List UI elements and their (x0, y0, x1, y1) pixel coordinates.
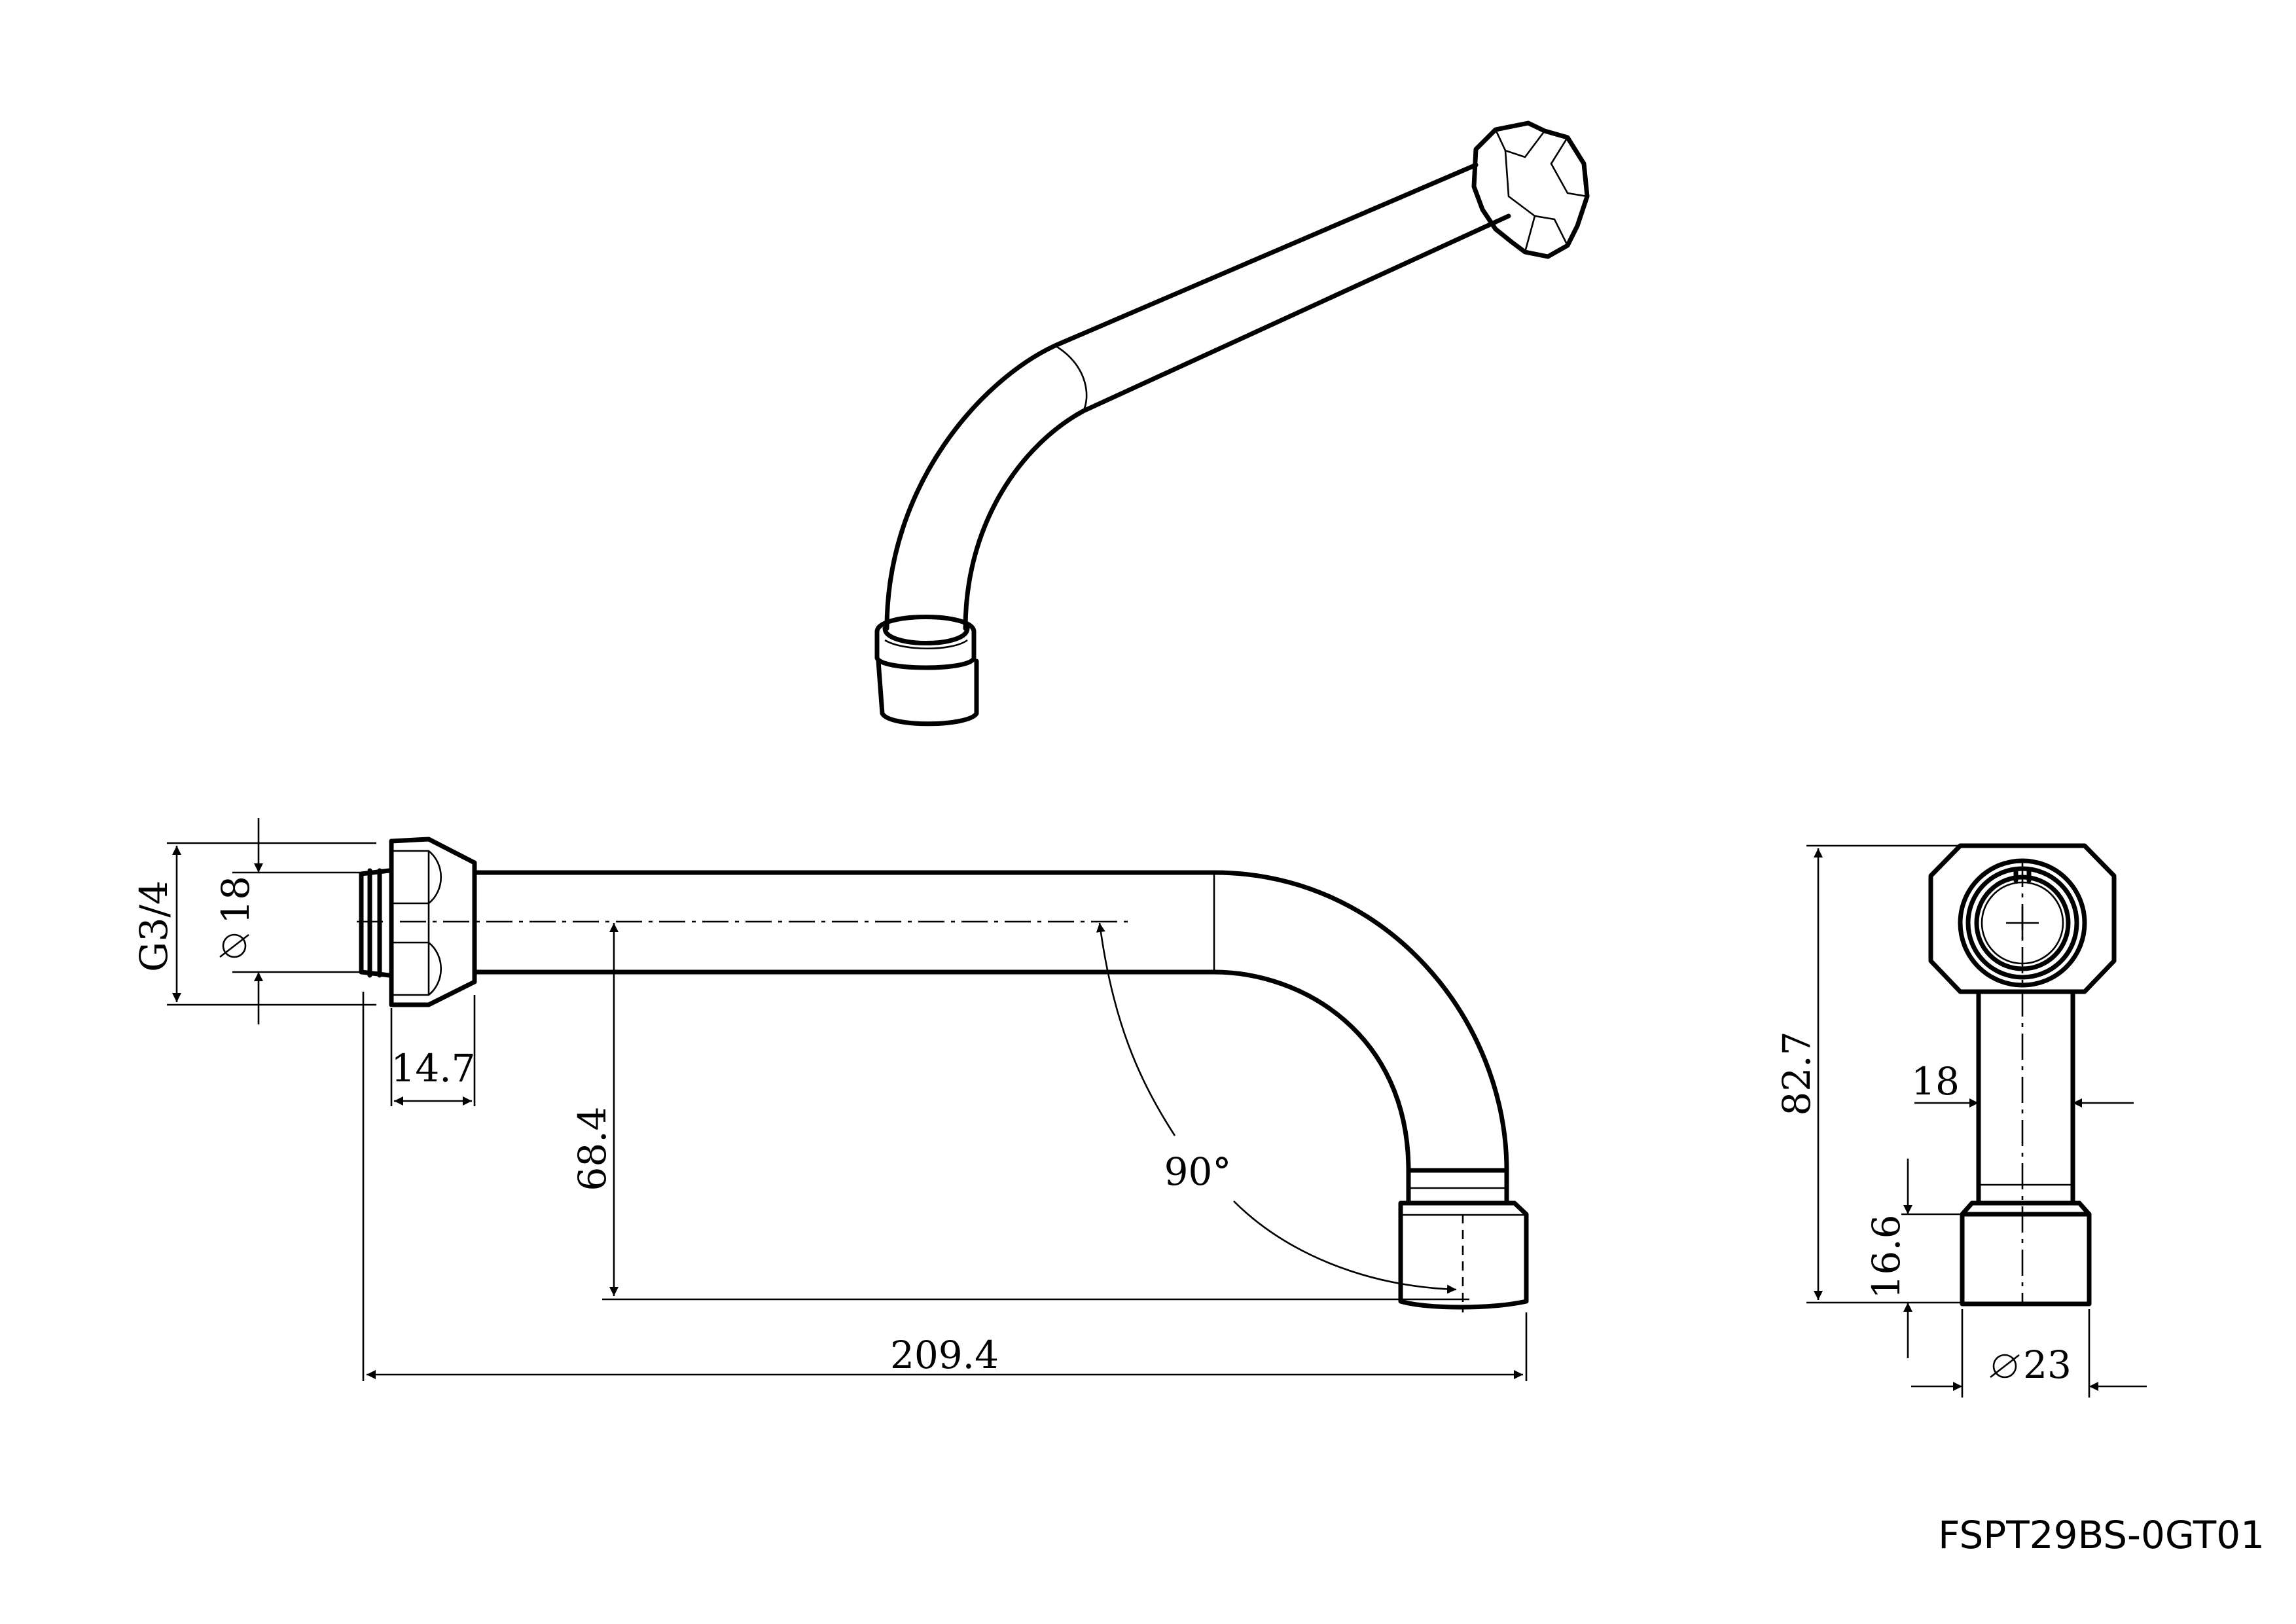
front-view: G3/4 18 14.7 68.4 90° 209.4 (132, 818, 1529, 1381)
dim-nut-length: 14.7 (391, 1046, 475, 1091)
side-view: 82.7 18 16.6 23 (1774, 843, 2147, 1398)
diameter-icon (219, 933, 249, 958)
dim-tube-width: 18 (1911, 1059, 1960, 1104)
dim-tip-diameter: 23 (2023, 1343, 2072, 1387)
isometric-view (874, 120, 1590, 727)
dim-overall-length: 209.4 (890, 1333, 999, 1377)
dim-drop-height: 68.4 (570, 1106, 615, 1191)
dim-bend-angle: 90° (1164, 1149, 1232, 1194)
dim-total-height: 82.7 (1774, 1031, 1819, 1115)
dim-inlet-diameter: 18 (213, 876, 258, 924)
dim-thread: G3/4 (132, 880, 176, 972)
dim-tip-height: 16.6 (1864, 1214, 1909, 1299)
diameter-icon (1990, 1354, 2020, 1379)
part-number: FSPT29BS-0GT01 (1938, 1513, 2265, 1557)
